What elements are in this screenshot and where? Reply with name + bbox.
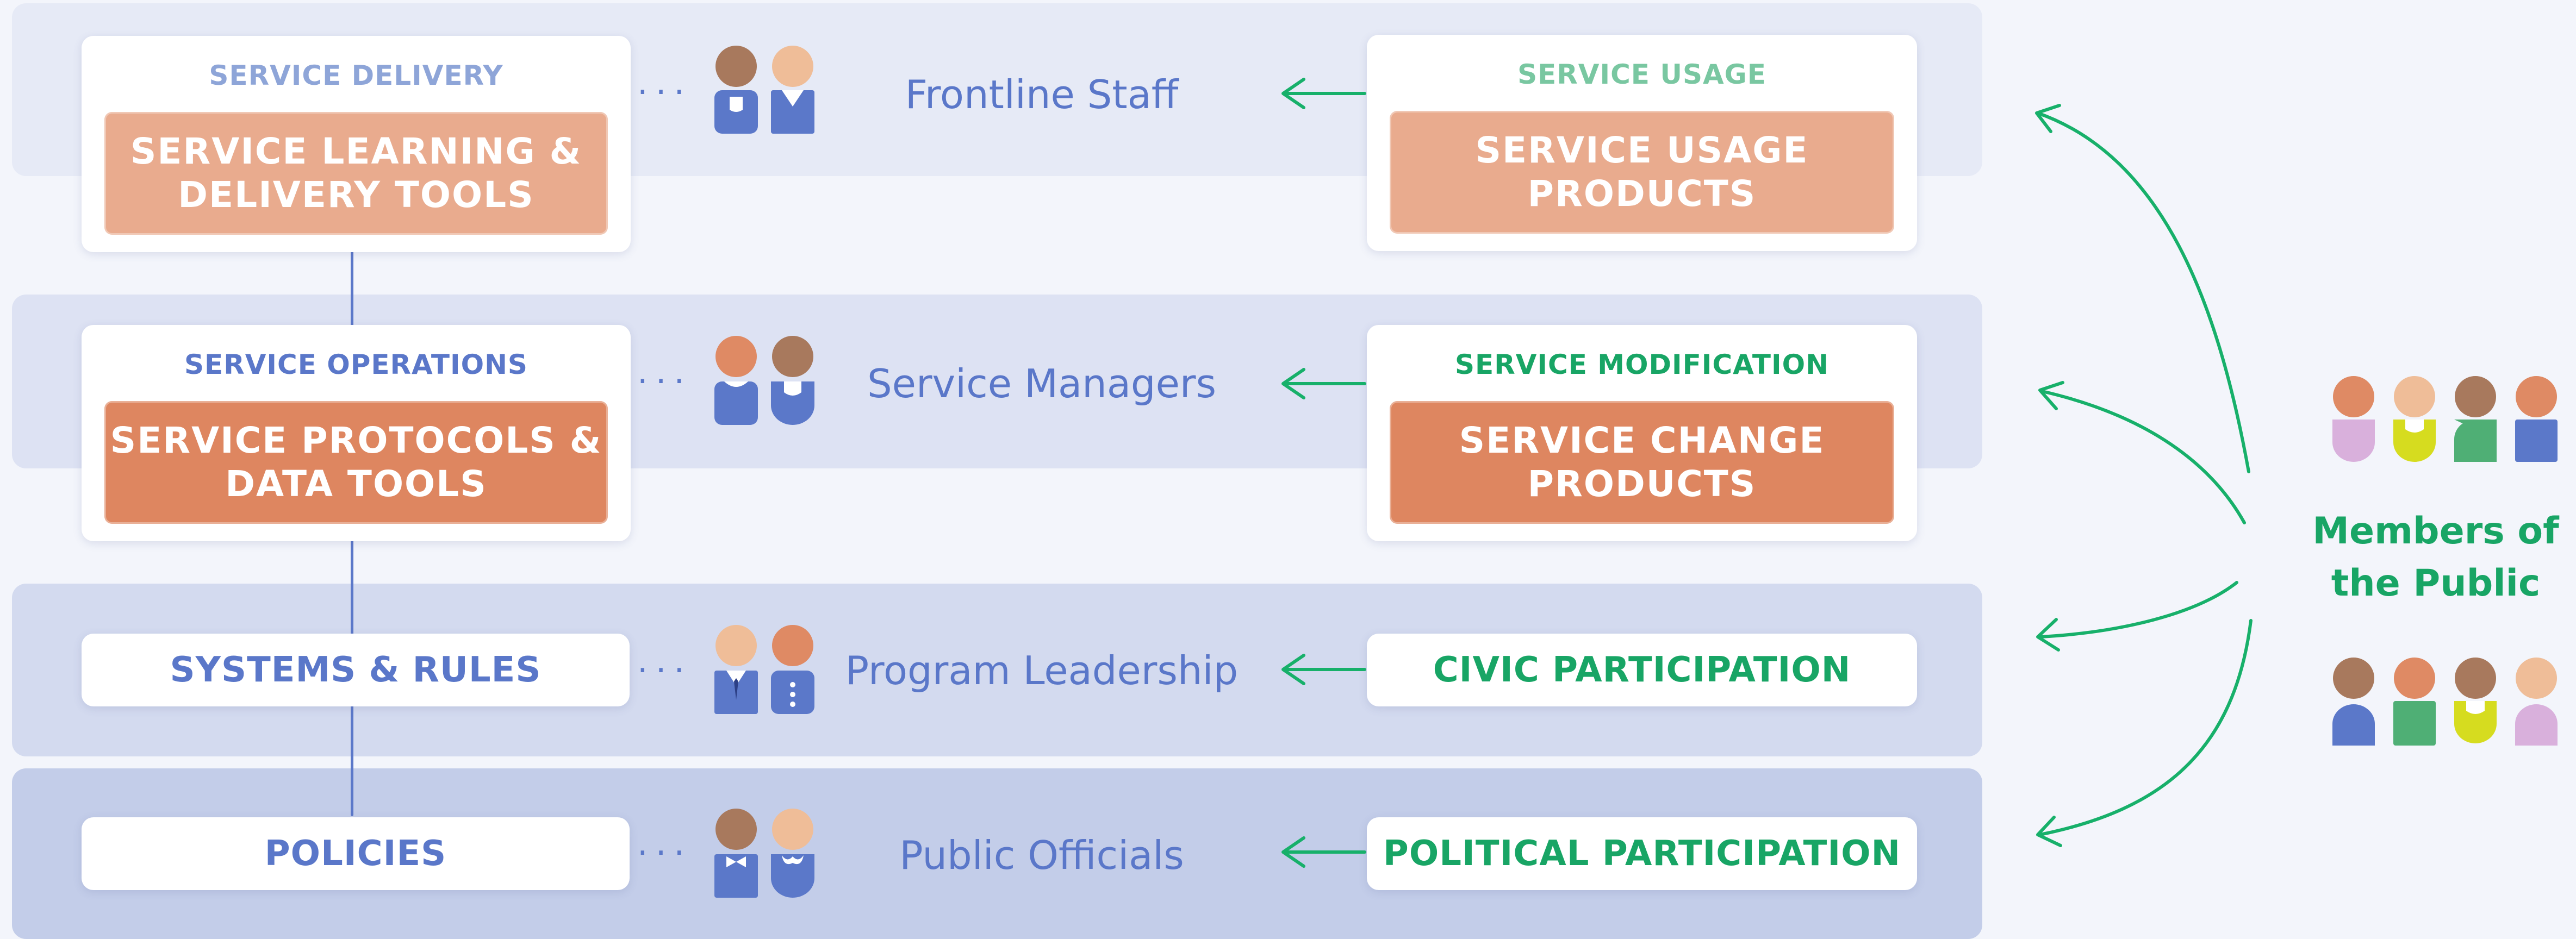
public-arrow-to-managers — [2038, 381, 2246, 524]
service-learning-delivery-tools: SERVICE LEARNING & DELIVERY TOOLS — [104, 112, 608, 235]
service-delivery-card: SERVICE DELIVERY SERVICE LEARNING & DELI… — [82, 36, 631, 252]
members-label-line: Members of — [2312, 510, 2559, 553]
card-title-line: PRODUCTS — [1527, 173, 1757, 215]
card-title-line: SERVICE LEARNING & — [130, 130, 582, 172]
card-title-line: DATA TOOLS — [225, 463, 487, 505]
service-operations-header: SERVICE OPERATIONS — [184, 349, 528, 380]
role-public-officials: Public Officials — [899, 832, 1184, 878]
service-delivery-header: SERVICE DELIVERY — [209, 60, 503, 91]
card-title-line: SERVICE USAGE — [1475, 129, 1809, 171]
service-operations-card: SERVICE OPERATIONS SERVICE PROTOCOLS & D… — [82, 325, 631, 541]
frontline-staff-icon — [714, 46, 814, 134]
card-title-line: SERVICE PROTOCOLS & — [110, 420, 602, 461]
public-arrow-to-officials — [2036, 619, 2253, 847]
public-officials-icon — [714, 809, 814, 898]
card-title-line: PRODUCTS — [1527, 463, 1757, 505]
members-label-line: the Public — [2331, 562, 2541, 605]
service-usage-products: SERVICE USAGE PRODUCTS — [1390, 111, 1894, 234]
service-change-products: SERVICE CHANGE PRODUCTS — [1390, 401, 1894, 524]
public-arrow-to-leadership — [2036, 581, 2238, 652]
service-protocols-data-tools: SERVICE PROTOCOLS & DATA TOOLS — [104, 401, 608, 524]
systems-rules-card: SYSTEMS & RULES — [82, 634, 630, 706]
service-usage-card: SERVICE USAGE SERVICE USAGE PRODUCTS — [1367, 35, 1917, 251]
policies-card: POLICIES — [82, 817, 630, 890]
card-title-line: SERVICE CHANGE — [1459, 420, 1825, 461]
arrow-left-icon — [1281, 654, 1366, 685]
arrow-left-icon — [1281, 368, 1366, 399]
service-modification-card: SERVICE MODIFICATION SERVICE CHANGE PROD… — [1367, 325, 1917, 541]
service-usage-header: SERVICE USAGE — [1517, 59, 1766, 90]
public-group-bottom-icon — [2332, 658, 2558, 746]
role-service-managers: Service Managers — [867, 361, 1217, 406]
political-participation-card: POLITICAL PARTICIPATION — [1367, 817, 1917, 890]
card-title-line: DELIVERY TOOLS — [178, 174, 534, 216]
role-program-leadership: Program Leadership — [845, 648, 1239, 693]
members-of-the-public-label: Members of the Public — [2300, 505, 2572, 610]
arrow-left-icon — [1281, 836, 1366, 868]
role-frontline-staff: Frontline Staff — [905, 72, 1179, 117]
arrow-left-icon — [1281, 78, 1366, 109]
program-leadership-icon — [714, 625, 814, 714]
civic-participation-card: CIVIC PARTICIPATION — [1367, 634, 1917, 706]
public-arrow-to-frontline — [2035, 104, 2250, 473]
service-modification-header: SERVICE MODIFICATION — [1455, 349, 1829, 380]
public-group-top-icon — [2332, 376, 2558, 462]
service-managers-icon — [714, 336, 814, 425]
